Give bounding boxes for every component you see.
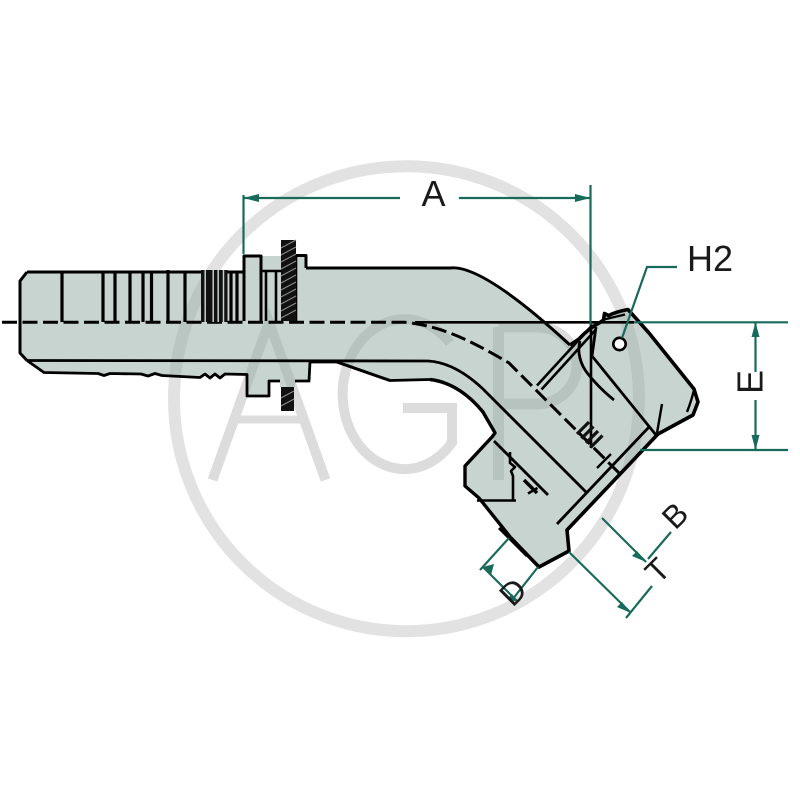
svg-text:E: E [730,370,771,394]
svg-text:H2: H2 [687,238,733,279]
svg-text:A: A [421,173,445,214]
